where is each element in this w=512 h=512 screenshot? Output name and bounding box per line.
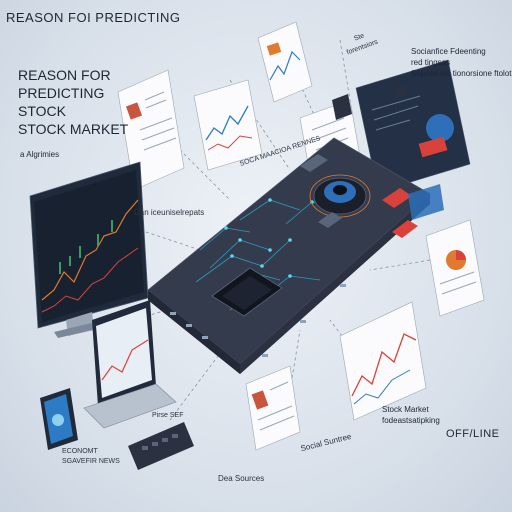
keypad-note: Pirse SEF: [152, 412, 184, 419]
offline-label: OFF/LINE: [446, 428, 500, 440]
hero-line-3: STOCK: [18, 103, 66, 119]
document-stock-chart: [339, 301, 427, 421]
monitor: [29, 161, 149, 338]
hero-heading: REASON FOR PREDICTING STOCK STOCK MARKET: [18, 66, 138, 138]
document-1: [117, 69, 185, 191]
tablet: [40, 388, 78, 450]
laptop: [83, 300, 177, 429]
stock-market-line-1: Stock Market: [382, 405, 429, 414]
circuit-board: [147, 137, 431, 374]
economic-news-line-2: SGAVEFIR NEWS: [62, 458, 120, 465]
page-title: REASON FOI PREDICTING: [6, 10, 181, 25]
hero-line-2: PREDICTING: [18, 85, 105, 101]
document-pie: [425, 219, 485, 317]
hero-tagline: a Algrimies: [20, 150, 60, 159]
cloud-panel: [355, 59, 471, 193]
document-3: [257, 21, 313, 103]
keypad-device: [128, 422, 194, 470]
stock-market-line-2: fodeastsatipking: [382, 416, 440, 425]
economic-news-line-1: ECONOMT: [62, 448, 98, 455]
document-social: [245, 365, 301, 451]
notes-block: Socianfice Fdeenting red tingsas Soprise…: [411, 46, 512, 79]
data-component-label: Dan iceuniselrepats: [134, 208, 205, 217]
notes-line-3: Soprise ins tionorsione ftolotion: [411, 69, 512, 78]
document-2: [193, 79, 263, 171]
floating-panel: [408, 184, 444, 220]
data-sources-label: Dea Sources: [218, 474, 265, 483]
server-icon: [332, 94, 352, 120]
notes-line-1: Socianfice Fdeenting: [411, 47, 486, 56]
hero-line-4: STOCK MARKET: [18, 121, 129, 137]
notes-line-2: red tingsas: [411, 58, 451, 67]
chip-icon: [394, 84, 408, 98]
hero-line-1: REASON FOR: [18, 67, 111, 83]
stock-market-label: Stock Market fodeastsatipking: [382, 404, 440, 426]
